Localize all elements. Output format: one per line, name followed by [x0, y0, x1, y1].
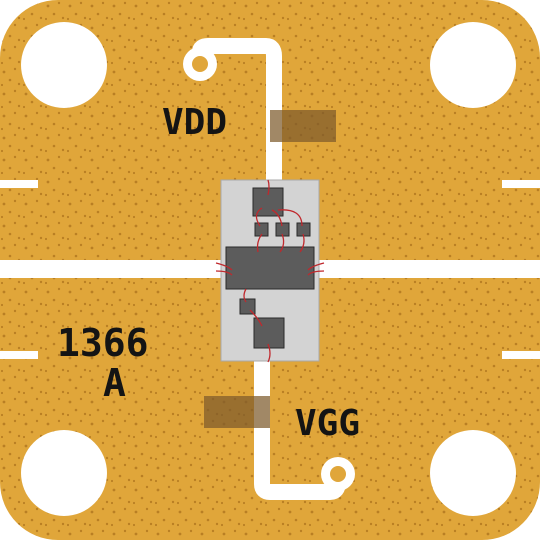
bond-wire-vgg-feed [267, 343, 271, 363]
vgg-bypass-capacitor [204, 396, 270, 428]
edge-notch-right-bottom [502, 351, 540, 359]
vdd-bypass-capacitor [270, 110, 336, 142]
bond-wire-rf-out-2 [307, 270, 325, 276]
bond-wire-rf-in-2 [215, 270, 233, 276]
bond-wire-vdd-feed [267, 179, 270, 196]
bond-wire-die-3 [299, 233, 305, 253]
edge-notch-left-bottom [0, 351, 38, 359]
mounting-hole-bottom-left [21, 430, 107, 516]
bond-wire-die-2 [279, 233, 285, 253]
bond-wire-chip-2 [271, 209, 283, 227]
mounting-hole-top-left [21, 22, 107, 108]
bond-wire-chip-3 [277, 209, 303, 227]
bond-wire-chip-1 [255, 207, 263, 227]
revision-label: A [103, 361, 126, 405]
bond-wire-vgg-1 [243, 288, 247, 303]
vgg-bias-chip [239, 298, 256, 315]
bond-wire-rf-out-1 [307, 262, 325, 271]
vdd-label: VDD [162, 102, 227, 143]
edge-notch-left-top [0, 180, 38, 188]
part-number-label: 1366 [57, 321, 149, 365]
vgg-bias-pad-center [330, 466, 346, 482]
bond-wire-vgg-2 [249, 309, 263, 327]
mounting-hole-top-right [430, 22, 516, 108]
edge-notch-right-top [502, 180, 540, 188]
bond-wire-rf-in-1 [215, 262, 233, 271]
bond-wire-die-1 [256, 233, 263, 253]
vgg-decoupling-chip [253, 317, 285, 349]
bond-wires [215, 179, 325, 363]
vgg-label: VGG [295, 403, 360, 444]
bias-chip-1 [254, 222, 269, 237]
vdd-bias-pad-center [192, 56, 208, 72]
mmic-die [225, 246, 315, 290]
mounting-hole-bottom-right [430, 430, 516, 516]
